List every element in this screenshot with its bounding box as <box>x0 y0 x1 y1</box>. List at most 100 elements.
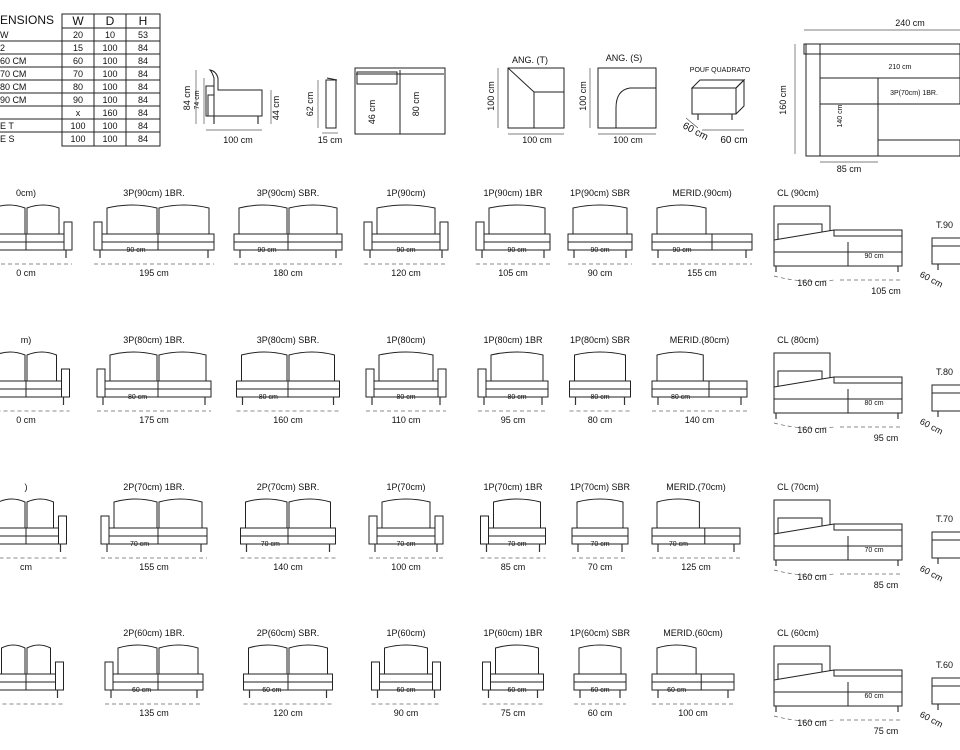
table-row-label: 60 СМ <box>0 56 26 66</box>
table-row-label: 2 <box>0 43 5 53</box>
arm-height: 62 cm <box>305 92 315 117</box>
module-width: 175 cm <box>139 415 169 425</box>
arm-view: 62 cm 15 cm <box>305 77 343 145</box>
seat-width-label: 80 cm <box>396 394 415 401</box>
table-row-label: W <box>0 30 9 40</box>
seat-width-label: 70 cm <box>590 541 609 548</box>
module-title: 1P(80cm) SBR <box>570 335 631 345</box>
back-cushion <box>656 351 704 381</box>
table-cell-w: 90 <box>73 95 83 105</box>
module-title: 2P(60cm) SBR. <box>257 628 320 638</box>
pouf-view: POUF QUADRATO 60 cm 60 cm <box>681 67 751 146</box>
t-pouf-body <box>931 237 960 265</box>
cl-width: 85 cm <box>874 580 899 590</box>
arm-right <box>432 661 441 691</box>
cl-seat-label: 70 cm <box>864 547 883 554</box>
seat-width-label: 70 cm <box>130 541 149 548</box>
module-title: 1P(70cm) <box>386 482 425 492</box>
back-cushion <box>113 498 158 528</box>
module-title: 1P(80cm) <box>386 335 425 345</box>
back-cushion <box>288 644 328 674</box>
seat-width-label: 70 cm <box>507 541 526 548</box>
table-cell-h: 53 <box>138 30 148 40</box>
module-width: 85 cm <box>501 562 526 572</box>
t-title: T.60 <box>936 660 953 670</box>
back-cushion <box>288 351 335 381</box>
cl-width: 105 cm <box>871 286 901 296</box>
module-title: MERID.(70cm) <box>666 482 726 492</box>
module-width: 105 cm <box>498 268 528 278</box>
back-cushion <box>0 204 26 234</box>
t-depth: 60 cm <box>918 416 944 436</box>
table-cell-w: 15 <box>73 43 83 53</box>
seat-width-label: 60 cm <box>132 687 151 694</box>
cl-seat-label: 80 cm <box>864 400 883 407</box>
table-cell-d: 100 <box>102 56 117 66</box>
cl-depth: 160 cm <box>797 278 827 288</box>
ang-t-height: 100 cm <box>486 81 496 111</box>
t-pouf-body <box>931 677 960 705</box>
arm-right <box>55 661 64 691</box>
arm-left <box>100 515 110 545</box>
arm-width: 15 cm <box>318 135 343 145</box>
seat-section-view: 46 cm 80 cm <box>354 67 446 135</box>
back-cushion <box>574 351 626 381</box>
side-height-44: 44 cm <box>271 96 281 121</box>
table-cell-h: 84 <box>138 56 148 66</box>
module-width: 195 cm <box>139 268 169 278</box>
table-cell-d: 100 <box>102 121 117 131</box>
back-cushion <box>576 498 624 528</box>
seat-width-label: 70 cm <box>396 541 415 548</box>
module-title: 2P(70cm) SBR. <box>257 482 320 492</box>
seat-width-label: 80 cm <box>128 394 147 401</box>
back-cushion <box>378 351 434 381</box>
module-width: 100 cm <box>678 708 708 718</box>
t-title: T.70 <box>936 514 953 524</box>
back-cushion <box>381 498 431 528</box>
module-width: 120 cm <box>391 268 421 278</box>
table-cell-h: 84 <box>138 82 148 92</box>
module-width: cm <box>20 562 32 572</box>
seat-width-label: 90 cm <box>257 247 276 254</box>
back-cushion <box>495 644 539 674</box>
side-height-84: 84 cm <box>182 86 192 111</box>
seat-width-label: 90 cm <box>126 247 145 254</box>
table-row-label: E S <box>0 134 15 144</box>
cl-width: 95 cm <box>874 433 899 443</box>
back-cushion <box>490 351 544 381</box>
module-width: 160 cm <box>273 415 303 425</box>
seat-width-label: 70 cm <box>669 541 688 548</box>
cl-width: 75 cm <box>874 726 899 736</box>
back-cushion <box>0 351 26 381</box>
cl-depth: 160 cm <box>797 425 827 435</box>
cl-seat-label: 60 cm <box>864 693 883 700</box>
table-cell-d: 100 <box>102 95 117 105</box>
module-title: 3P(90cm) SBR. <box>257 188 320 198</box>
pouf-depth: 60 cm <box>681 121 710 143</box>
module-title: MERID.(80cm) <box>670 335 730 345</box>
seat-width-label: 60 cm <box>667 687 686 694</box>
cl-depth: 160 cm <box>797 572 827 582</box>
back-cushion <box>288 204 338 234</box>
ang-t-title: ANG. (T) <box>512 55 548 65</box>
module-width: 95 cm <box>501 415 526 425</box>
t-depth: 60 cm <box>918 269 944 289</box>
module-title: 1P(60cm) <box>386 628 425 638</box>
module-width: 155 cm <box>687 268 717 278</box>
module-width: 60 cm <box>588 708 613 718</box>
table-cell-w: x <box>76 108 81 118</box>
table-row-label: E T <box>0 121 14 131</box>
cl-title: CL (60cm) <box>777 628 819 638</box>
seat-width-label: 60 cm <box>590 687 609 694</box>
